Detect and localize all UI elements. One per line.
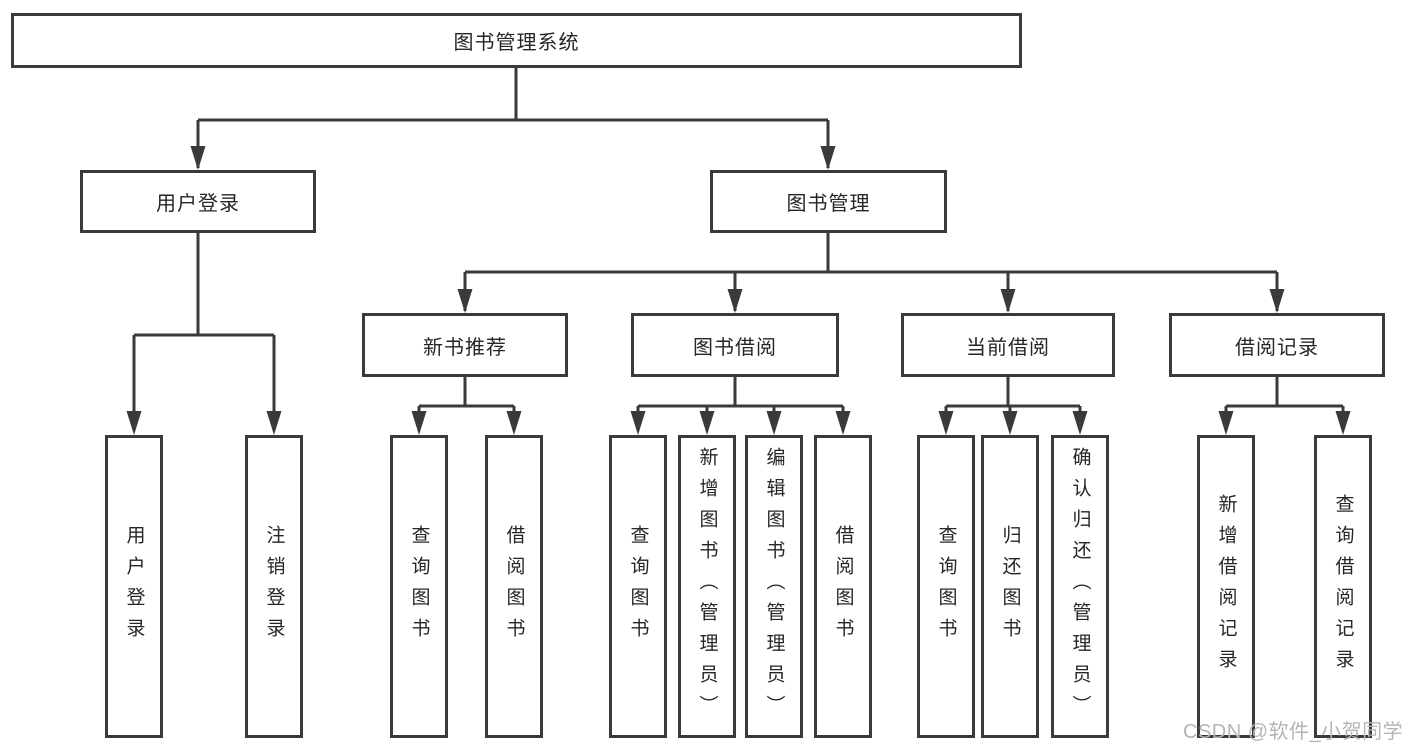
leaf-query-books-current: 查询图书 [917, 435, 975, 738]
watermark: CSDN @软件_小贺同学 [1183, 721, 1404, 743]
leaf-query-books-recommend: 查询图书 [390, 435, 448, 738]
node-label: 图书管理 [786, 193, 871, 215]
node-book-management: 图书管理 [710, 170, 947, 233]
leaf-label: 借阅图书 [503, 524, 525, 649]
connector-current-borrow-to-leaves [938, 377, 1088, 435]
arrowhead-icon [630, 411, 646, 435]
connector-new-book-recommend-to-leaves [411, 377, 522, 435]
arrowhead-icon [457, 289, 473, 313]
leaf-return-books: 归还图书 [981, 435, 1039, 738]
arrowhead-icon [835, 411, 851, 435]
leaf-logout: 注销登录 [245, 435, 303, 738]
node-label: 图书管理系统 [453, 32, 580, 54]
leaf-query-books-borrow: 查询图书 [609, 435, 667, 738]
leaf-label: 编辑图书（管理员） [763, 447, 785, 726]
node-label: 借阅记录 [1235, 336, 1319, 359]
arrowhead-icon [1002, 411, 1018, 435]
arrowhead-icon [126, 411, 142, 435]
node-label: 新书推荐 [423, 336, 507, 359]
arrowhead-icon [820, 146, 836, 170]
connector-borrow-records-to-leaves [1218, 377, 1351, 435]
leaf-borrow-books: 借阅图书 [814, 435, 872, 738]
node-label: 当前借阅 [966, 336, 1050, 359]
arrowhead-icon [190, 146, 206, 170]
leaf-label: 查询图书 [935, 524, 957, 649]
leaf-label: 确认归还（管理员） [1069, 447, 1091, 726]
node-user-login: 用户登录 [80, 170, 316, 233]
node-label: 图书借阅 [693, 336, 777, 359]
leaf-user-login: 用户登录 [105, 435, 163, 738]
leaf-query-borrow-record: 查询借阅记录 [1314, 435, 1372, 738]
leaf-label: 注销登录 [263, 524, 285, 649]
node-root: 图书管理系统 [11, 13, 1022, 68]
connector-book-borrow-to-leaves [630, 377, 851, 435]
node-borrow-records: 借阅记录 [1169, 313, 1385, 377]
arrowhead-icon [1000, 289, 1016, 313]
arrowhead-icon [1335, 411, 1351, 435]
leaf-label: 归还图书 [999, 524, 1021, 649]
arrowhead-icon [1072, 411, 1088, 435]
leaf-label: 新增借阅记录 [1215, 493, 1237, 680]
arrowhead-icon [1269, 289, 1285, 313]
leaf-confirm-return-admin: 确认归还（管理员） [1051, 435, 1109, 738]
node-new-book-recommend: 新书推荐 [362, 313, 568, 377]
connector-book-management-to-level3 [457, 233, 1285, 313]
leaf-add-borrow-record: 新增借阅记录 [1197, 435, 1255, 738]
arrowhead-icon [766, 411, 782, 435]
leaf-label: 查询图书 [408, 524, 430, 649]
arrowhead-icon [1218, 411, 1234, 435]
leaf-label: 新增图书（管理员） [696, 447, 718, 726]
arrowhead-icon [727, 289, 743, 313]
leaf-label: 查询借阅记录 [1332, 493, 1354, 680]
leaf-label: 借阅图书 [832, 524, 854, 649]
node-current-borrow: 当前借阅 [901, 313, 1115, 377]
arrowhead-icon [266, 411, 282, 435]
leaf-label: 用户登录 [123, 524, 145, 649]
leaf-label: 查询图书 [627, 524, 649, 649]
connector-user-login-to-leaves [126, 233, 282, 435]
leaf-borrow-books-recommend: 借阅图书 [485, 435, 543, 738]
leaf-add-books-admin: 新增图书（管理员） [678, 435, 736, 738]
connector-root-to-level2 [190, 68, 836, 170]
arrowhead-icon [938, 411, 954, 435]
arrowhead-icon [506, 411, 522, 435]
arrowhead-icon [411, 411, 427, 435]
leaf-edit-books-admin: 编辑图书（管理员） [745, 435, 803, 738]
node-label: 用户登录 [156, 193, 240, 215]
node-book-borrow: 图书借阅 [631, 313, 839, 377]
arrowhead-icon [699, 411, 715, 435]
